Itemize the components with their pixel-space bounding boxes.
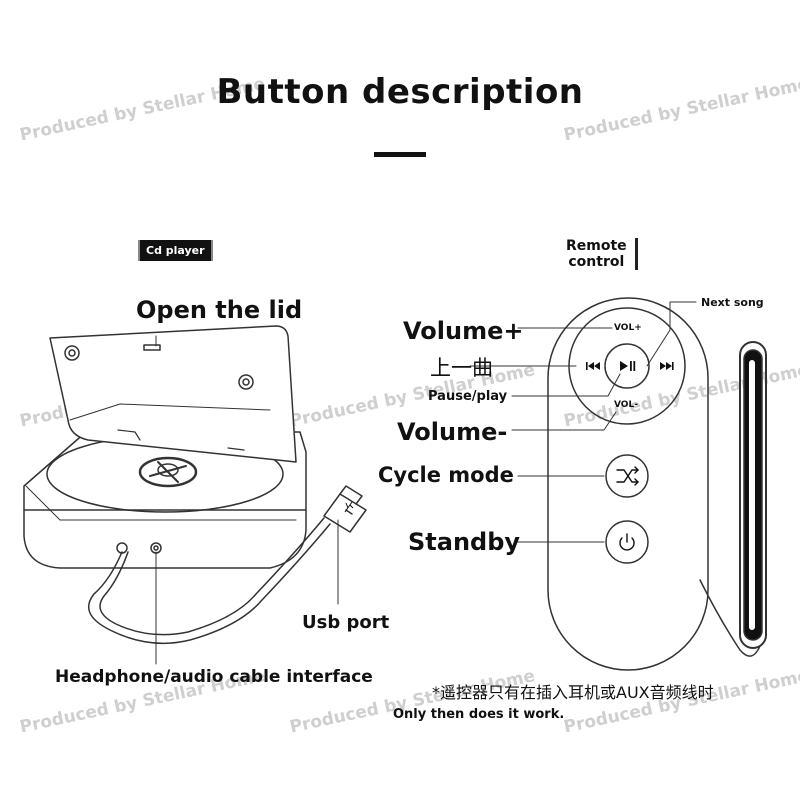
standby-label: Standby: [408, 528, 521, 556]
volume-down-label: Volume-: [397, 418, 508, 446]
cd-player-illustration: [23, 325, 367, 645]
cd-player-tag: Cd player: [138, 240, 213, 261]
remote-control-tag: Remote control: [566, 238, 638, 270]
headphone-label: Headphone/audio cable interface: [55, 667, 373, 687]
usb-port-label: Usb port: [302, 612, 390, 633]
pause-play-label: Pause/play: [428, 389, 508, 404]
title-underline: [374, 152, 426, 157]
next-song-label: Next song: [701, 296, 764, 309]
remote-illustration: [547, 297, 767, 671]
cycle-mode-label: Cycle mode: [378, 463, 514, 487]
vol-minus-button: VOL-: [614, 400, 638, 410]
volume-up-label: Volume+: [403, 317, 524, 345]
remote-note-cn: *遥控器只有在插入耳机或AUX音频线时: [432, 683, 714, 702]
page-title: Button description: [216, 72, 584, 112]
remote-note-en: Only then does it work.: [393, 707, 565, 722]
open-lid-label: Open the lid: [136, 296, 303, 324]
prev-song-label: 上一曲: [430, 356, 493, 380]
vol-plus-button: VOL+: [614, 323, 642, 333]
